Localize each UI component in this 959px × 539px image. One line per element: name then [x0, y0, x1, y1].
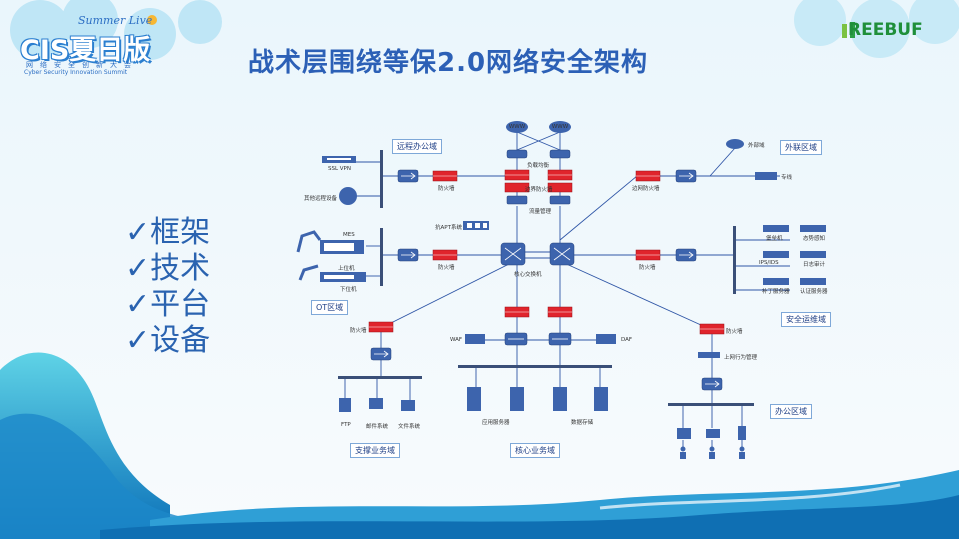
- corner-cloud-right: [794, 0, 959, 58]
- external-cloud-icon: [726, 139, 744, 149]
- behavior-management-icon: [698, 352, 720, 358]
- logo-subtitle-en: Cyber Security Innovation Summit: [24, 69, 128, 76]
- load-balancer-icon: [549, 149, 571, 159]
- zone-core: 核心业务域: [510, 443, 560, 458]
- patch-server-icon: [763, 278, 789, 285]
- zone-external: 外联区域: [780, 140, 822, 155]
- logo-brand: CIS夏日版: [20, 35, 151, 66]
- switch-arrows: [374, 172, 720, 388]
- wave-left: [0, 352, 200, 539]
- www-cloud-icons: [506, 121, 571, 133]
- firewall-label: 防火墙: [438, 265, 455, 271]
- upper-computer-label: 上位机: [338, 266, 355, 272]
- bullet-item: ✓平台: [125, 287, 211, 322]
- bullet-item: ✓设备: [125, 323, 211, 358]
- log-audit-label: 日志审计: [803, 262, 826, 268]
- mail-system-label: 邮件系统: [366, 424, 389, 430]
- zone-support: 支撑业务域: [350, 443, 400, 458]
- firewall-label: 防火墙: [639, 265, 656, 271]
- other-remote-label: 其他远程设备: [304, 196, 338, 202]
- situation-label: 态势感知: [803, 236, 826, 242]
- robot-arm-icon: [296, 230, 322, 281]
- freebuf-logo-icon: [850, 22, 855, 38]
- patch-server-label: 补丁服务器: [762, 289, 790, 295]
- zone-office: 办公区域: [770, 404, 812, 419]
- carrier-line-icon: [755, 172, 777, 180]
- daf-icon: [596, 334, 616, 344]
- desktop-icon: [677, 428, 691, 439]
- zone-ot: OT区域: [311, 300, 349, 315]
- waf-icon: [465, 334, 485, 344]
- app-server-label: 应用服务器: [482, 420, 510, 426]
- www-label: WWW: [551, 124, 569, 130]
- traffic-manager-icon: [549, 195, 571, 205]
- storage-label: 数据存储: [571, 420, 594, 426]
- wave-bottom: [100, 470, 959, 539]
- firewall-label: 防火墙: [438, 186, 455, 192]
- apt-system-label: 抗APT系统: [435, 225, 462, 231]
- mes-label: MES: [343, 232, 355, 238]
- carrier-line-label: 专线: [781, 175, 793, 181]
- www-label: WWW: [508, 124, 526, 130]
- traffic-manager-icon: [506, 195, 528, 205]
- traffic-management-label: 流量管理: [529, 209, 552, 215]
- logo-subtitle-cn: 网络安全创新大会: [26, 61, 138, 69]
- bullet-item: ✓框架: [125, 215, 211, 250]
- log-audit-icon: [800, 251, 826, 258]
- user-icons: [680, 446, 745, 459]
- storage-server-icon: [594, 387, 608, 411]
- behavior-management-label: 上网行为管理: [724, 355, 758, 361]
- bastion-icon: [763, 225, 789, 232]
- sun-icon: [147, 15, 157, 25]
- zone-remote-office: 远程办公域: [392, 139, 442, 154]
- waf-label: WAF: [450, 337, 463, 343]
- file-system-label: 文件系统: [398, 424, 421, 430]
- phone-icon: [738, 426, 746, 440]
- ftp-label: FTP: [341, 422, 351, 428]
- external-domain-label: 外部域: [748, 143, 765, 149]
- firewall-label: 防火墙: [726, 329, 743, 335]
- firewall-icon: [504, 182, 530, 193]
- laptop-icon: [706, 429, 720, 438]
- bullet-item: ✓技术: [125, 251, 211, 286]
- logo-summer-text: Summer Live: [78, 14, 153, 27]
- daf-label: DAF: [621, 337, 633, 343]
- page-title: 战术层围绕等保2.0网络安全架构: [248, 48, 649, 78]
- app-server-icon: [467, 387, 481, 411]
- file-system-icon: [401, 400, 415, 411]
- firewall-brick-lines: [369, 174, 724, 330]
- ssl-vpn-label: SSL VPN: [328, 166, 351, 172]
- auth-server-label: 认证服务器: [800, 289, 828, 295]
- ids-label: IPS/IDS: [759, 260, 779, 266]
- zone-secops: 安全运维域: [781, 312, 831, 327]
- firewall-label: 防火墙: [350, 328, 367, 334]
- ids-icon: [763, 251, 789, 258]
- device-details: [324, 158, 487, 279]
- freebuf-logo: REEBUF: [848, 20, 923, 40]
- mail-system-icon: [369, 398, 383, 409]
- situation-awareness-icon: [800, 225, 826, 232]
- bastion-label: 堡垒机: [766, 236, 783, 242]
- corner-cloud-left: [10, 0, 222, 60]
- core-switch-label: 核心交换机: [514, 272, 542, 278]
- auth-server-icon: [800, 278, 826, 285]
- lower-computer-label: 下位机: [340, 287, 357, 293]
- firewall-icon: [547, 182, 573, 193]
- ftp-server-icon: [339, 398, 351, 412]
- edge-firewall-label: 边界防火墙: [525, 187, 553, 193]
- app-server-icon: [510, 387, 524, 411]
- remote-device-icon: [339, 187, 357, 205]
- load-balancer-label: 负载均衡: [527, 163, 550, 169]
- load-balancer-icon: [506, 149, 528, 159]
- storage-server-icon: [553, 387, 567, 411]
- edge-firewall-2-label: 边网防火墙: [632, 186, 660, 192]
- bus-bars: [338, 150, 754, 406]
